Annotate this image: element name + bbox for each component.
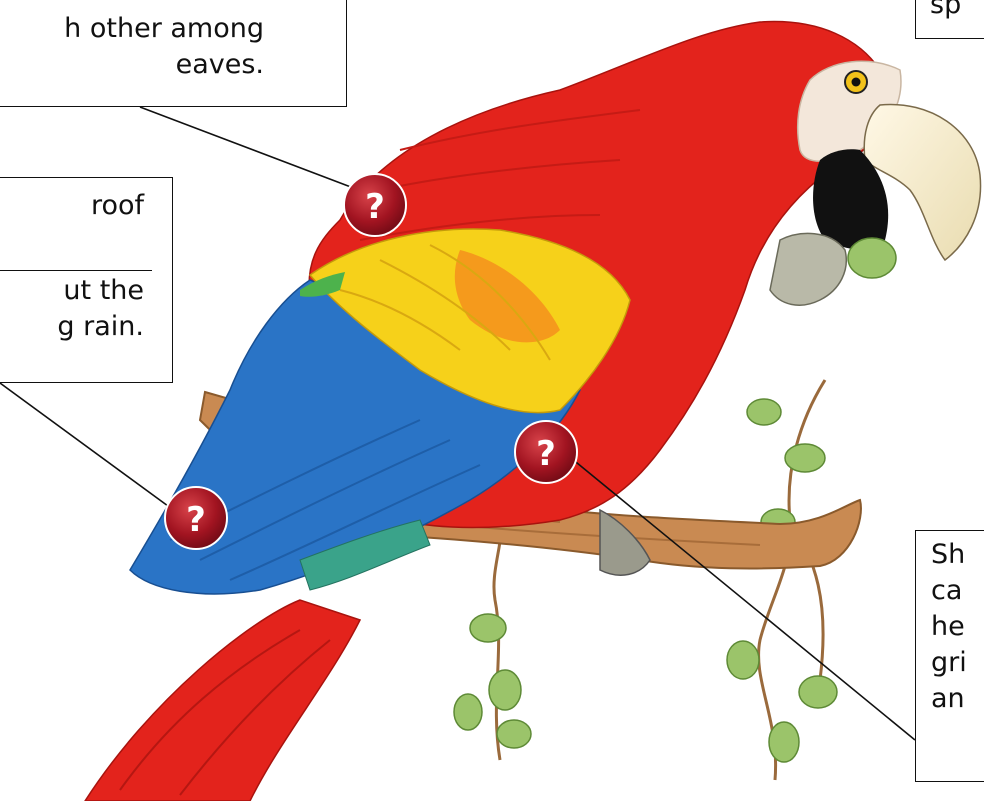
parrot-tail xyxy=(85,600,360,801)
callout-line: sp xyxy=(916,0,984,23)
answer-blank-line[interactable] xyxy=(0,224,152,271)
callout-line: gri xyxy=(916,645,984,681)
hotspot-label: ? xyxy=(365,187,385,227)
callout-line: g rain. xyxy=(0,309,172,345)
callout-top-left: h other among eaves. xyxy=(0,0,347,107)
hotspot-marker-3[interactable]: ? xyxy=(515,421,577,483)
hotspot-label: ? xyxy=(186,500,206,540)
callout-line: he xyxy=(916,609,984,645)
callout-line: h other among xyxy=(0,11,346,47)
hotspot-marker-1[interactable]: ? xyxy=(344,174,406,236)
callout-top-right: sp xyxy=(915,0,984,39)
callout-line: eaves. xyxy=(0,47,346,83)
hotspot-label: ? xyxy=(536,434,556,474)
callout-line: an xyxy=(916,681,984,717)
callout-mid-left: roof ut the g rain. xyxy=(0,177,173,383)
hotspot-marker-2[interactable]: ? xyxy=(165,487,227,549)
callout-line: ut the xyxy=(0,273,172,309)
callout-line: Sh xyxy=(916,537,984,573)
callout-line: roof xyxy=(0,188,172,224)
callout-line: ca xyxy=(916,573,984,609)
callout-bottom-right: Sh ca he gri an xyxy=(915,530,984,782)
